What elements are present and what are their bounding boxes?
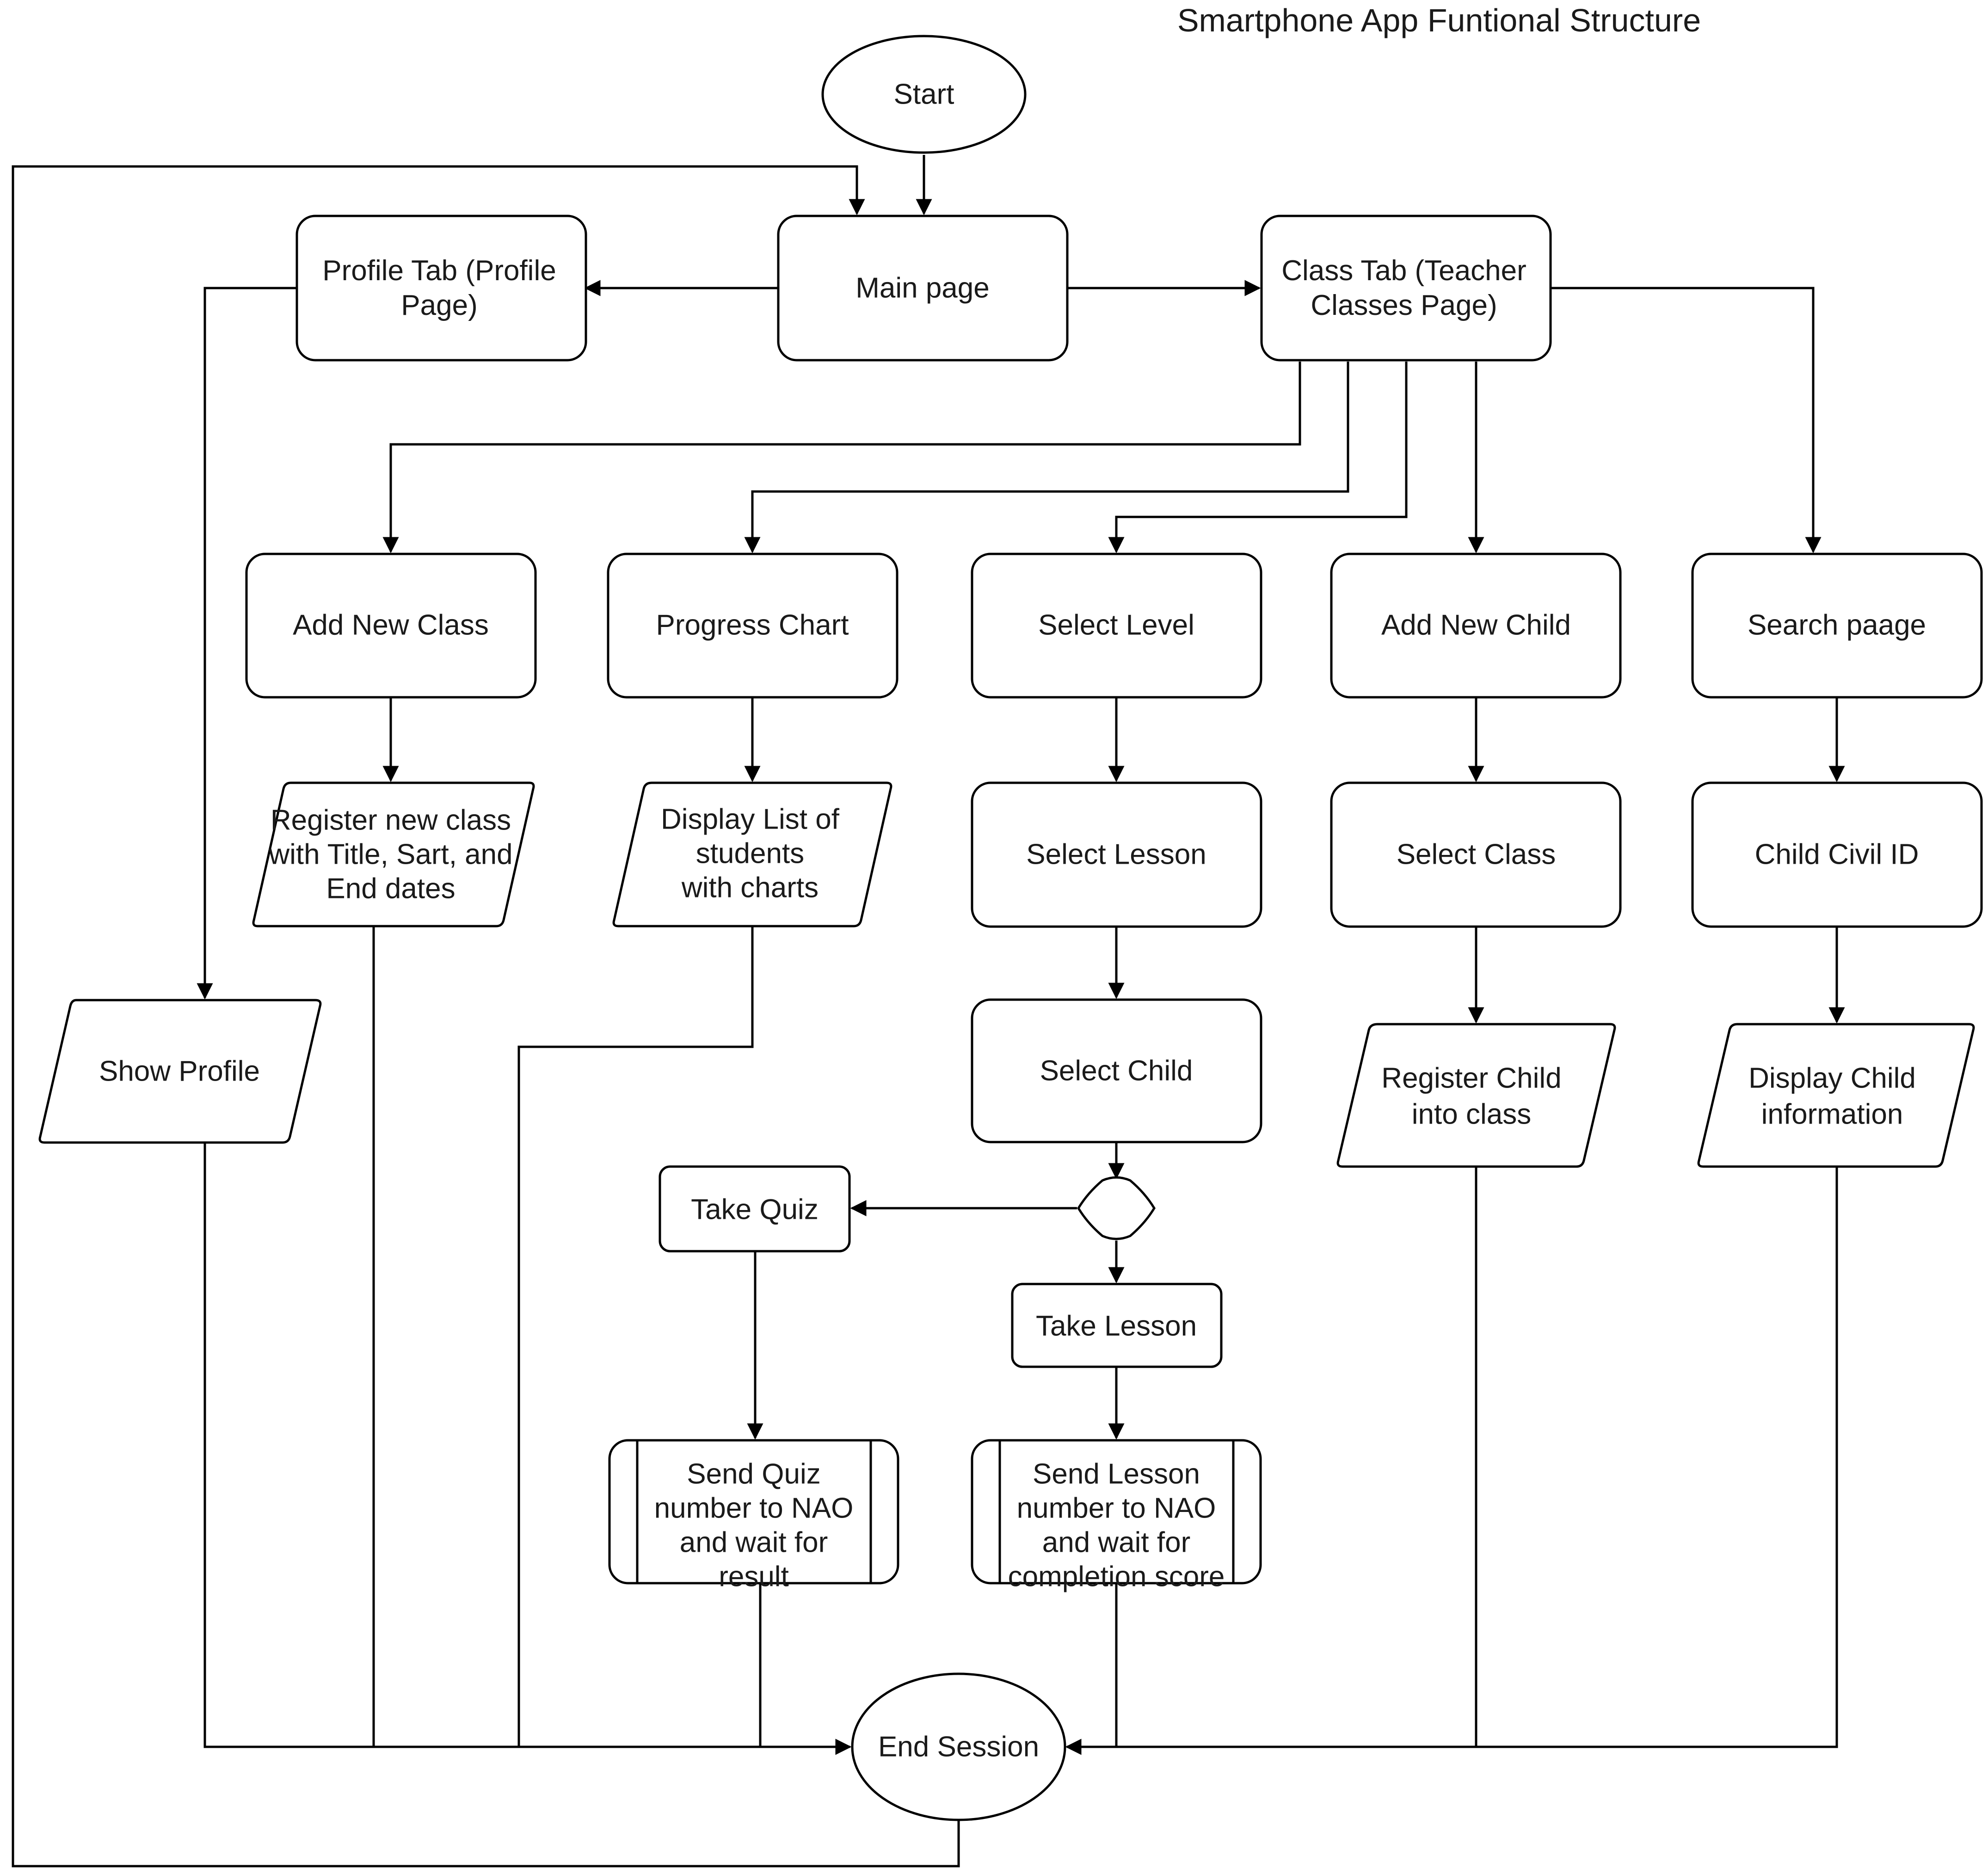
select-child-label: Select Child	[1040, 1055, 1193, 1087]
send-quiz-label: number to NAO	[654, 1493, 854, 1524]
send-lesson-label: number to NAO	[1017, 1493, 1216, 1524]
show-profile-label: Show Profile	[99, 1056, 260, 1088]
connectors	[12, 155, 1845, 1868]
send-quiz-label: result	[719, 1561, 789, 1593]
edge-class-progress	[744, 362, 1349, 553]
register-child-node	[1336, 1023, 1616, 1168]
child-civil-id-node	[1691, 781, 1983, 928]
register-class-label: with Title, Sart, and	[268, 839, 512, 871]
edge-class-level	[1108, 362, 1408, 553]
register-child-label: into class	[1412, 1099, 1531, 1131]
decision-node	[1077, 1176, 1156, 1240]
diagram-title: Smartphone App Funtional Structure	[1177, 2, 1701, 38]
register-class-label: Register new class	[271, 805, 511, 836]
send-lesson-label: completion score	[1008, 1561, 1225, 1593]
select-class-node	[1330, 781, 1622, 928]
select-lesson-node	[971, 781, 1262, 928]
start-label: Start	[894, 79, 954, 111]
register-class-label: End dates	[326, 873, 455, 905]
main-page-label: Main page	[856, 272, 990, 304]
edge-showprofile-end	[203, 1143, 852, 1755]
class-tab-node	[1260, 215, 1552, 362]
add-new-class-node	[245, 553, 537, 699]
edge-class-addclass	[382, 362, 1301, 553]
edge-displaylist-end	[517, 926, 754, 1747]
profile-tab-label: Profile Tab (Profile	[322, 255, 556, 287]
profile-tab-label: Page)	[401, 289, 477, 321]
send-quiz-node	[608, 1439, 899, 1585]
display-list-node	[612, 781, 892, 928]
edge-class-search	[1551, 287, 1822, 553]
register-class-node	[252, 781, 535, 928]
add-new-child-label: Add New Child	[1381, 609, 1571, 641]
class-tab-label: Class Tab (Teacher	[1281, 255, 1526, 287]
display-list-label: Display List of	[661, 804, 840, 836]
child-civil-id-label: Child Civil ID	[1755, 839, 1919, 871]
search-page-node	[1691, 553, 1983, 699]
take-quiz-node	[659, 1165, 851, 1253]
edge-end-loop-main	[12, 165, 960, 1868]
send-quiz-label: Send Quiz	[687, 1458, 821, 1490]
register-child-label: Register Child	[1381, 1063, 1561, 1094]
select-class-label: Select Class	[1397, 839, 1556, 871]
start-node	[821, 35, 1027, 154]
send-quiz-label: and wait for	[680, 1527, 828, 1559]
profile-tab-node	[295, 215, 587, 362]
display-child-node	[1697, 1023, 1975, 1168]
search-page-label: Search paage	[1748, 609, 1926, 641]
display-list-label: students	[696, 838, 804, 870]
take-quiz-label: Take Quiz	[691, 1194, 819, 1226]
send-lesson-label: Send Lesson	[1033, 1458, 1200, 1490]
select-lesson-label: Select Lesson	[1026, 839, 1206, 871]
show-profile-node	[38, 999, 322, 1144]
edge-displaychild-end	[1065, 1167, 1838, 1755]
progress-chart-label: Progress Chart	[656, 609, 849, 641]
add-new-child-node	[1330, 553, 1622, 699]
take-lesson-label: Take Lesson	[1036, 1310, 1197, 1342]
display-child-label: information	[1761, 1099, 1903, 1131]
display-list-label: with charts	[681, 872, 819, 904]
progress-chart-node	[607, 553, 899, 699]
display-child-label: Display Child	[1748, 1063, 1916, 1094]
end-session-node	[851, 1672, 1066, 1821]
add-new-class-label: Add New Class	[293, 609, 489, 641]
nodes	[38, 35, 1983, 1821]
send-lesson-label: and wait for	[1042, 1527, 1191, 1559]
select-child-node	[971, 998, 1262, 1143]
edge-profile-show	[197, 287, 297, 1000]
end-session-label: End Session	[878, 1731, 1039, 1763]
send-lesson-node	[971, 1439, 1262, 1585]
class-tab-label: Classes Page)	[1311, 289, 1497, 321]
take-lesson-node	[1011, 1283, 1223, 1368]
main-page-node	[777, 215, 1069, 362]
select-level-node	[971, 553, 1262, 699]
select-level-label: Select Level	[1038, 609, 1194, 641]
